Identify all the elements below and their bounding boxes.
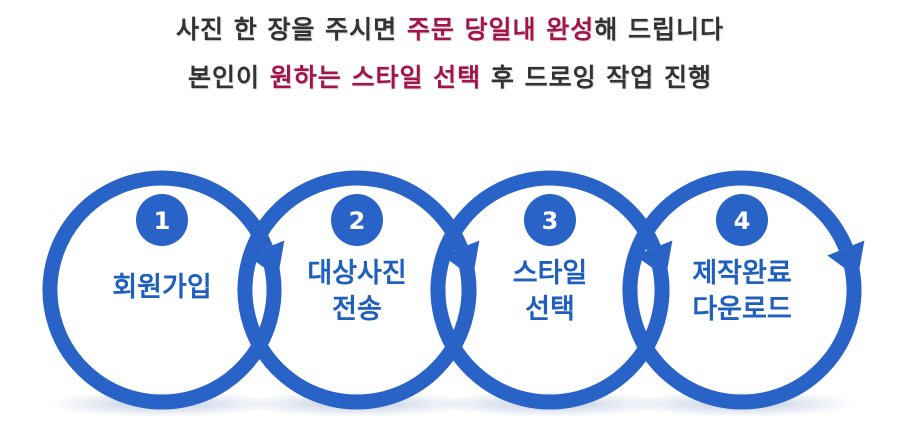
step-number-3: 3: [542, 207, 559, 235]
step-label-line: 대상사진: [307, 258, 407, 289]
step-badge-1: [136, 194, 188, 246]
step-rings: [42, 170, 865, 410]
step-number-1: 1: [154, 207, 171, 235]
step-badge-2: [331, 194, 383, 246]
step-label-line: 제작완료: [692, 258, 792, 289]
step-ring-1: [42, 170, 282, 410]
step-label-line: 스타일: [512, 258, 588, 289]
step-number-4: 4: [734, 207, 751, 235]
circular-arrow-icon: [827, 240, 865, 278]
step-badge-3: [524, 194, 576, 246]
step-ring-3: [430, 170, 670, 410]
circular-arrow-icon: [442, 240, 480, 278]
step-ring-2: [237, 170, 477, 410]
step-label-1: 회원가입: [87, 270, 237, 306]
headline-line-2-post: 후 드로잉 작업 진행: [481, 63, 712, 92]
step-label-line: 회원가입: [112, 272, 212, 303]
headline-line-2: 본인이 원하는 스타일 선택 후 드로잉 작업 진행: [0, 58, 900, 94]
step-label-line: 전송: [332, 294, 382, 325]
step-ring-4: [622, 170, 862, 410]
headline-line-2-highlight: 원하는 스타일 선택: [269, 63, 482, 92]
headline-line-1-pre: 사진 한 장을 주시면: [176, 15, 407, 44]
step-badges: 1 2 3 4: [136, 194, 768, 246]
step-label-line: 다운로드: [692, 294, 792, 325]
headline-line-1-post: 해 드립니다: [594, 15, 724, 44]
step-number-2: 2: [349, 207, 366, 235]
circular-arrow-icon: [247, 240, 285, 278]
circular-arrow-icon: [635, 240, 673, 278]
headline-line-1: 사진 한 장을 주시면 주문 당일내 완성해 드립니다: [0, 10, 900, 46]
headline-line-1-highlight: 주문 당일내 완성: [406, 15, 595, 44]
step-badge-4: [716, 194, 768, 246]
step-label-line: 선택: [525, 294, 575, 325]
headline-line-2-pre: 본인이: [188, 63, 270, 92]
